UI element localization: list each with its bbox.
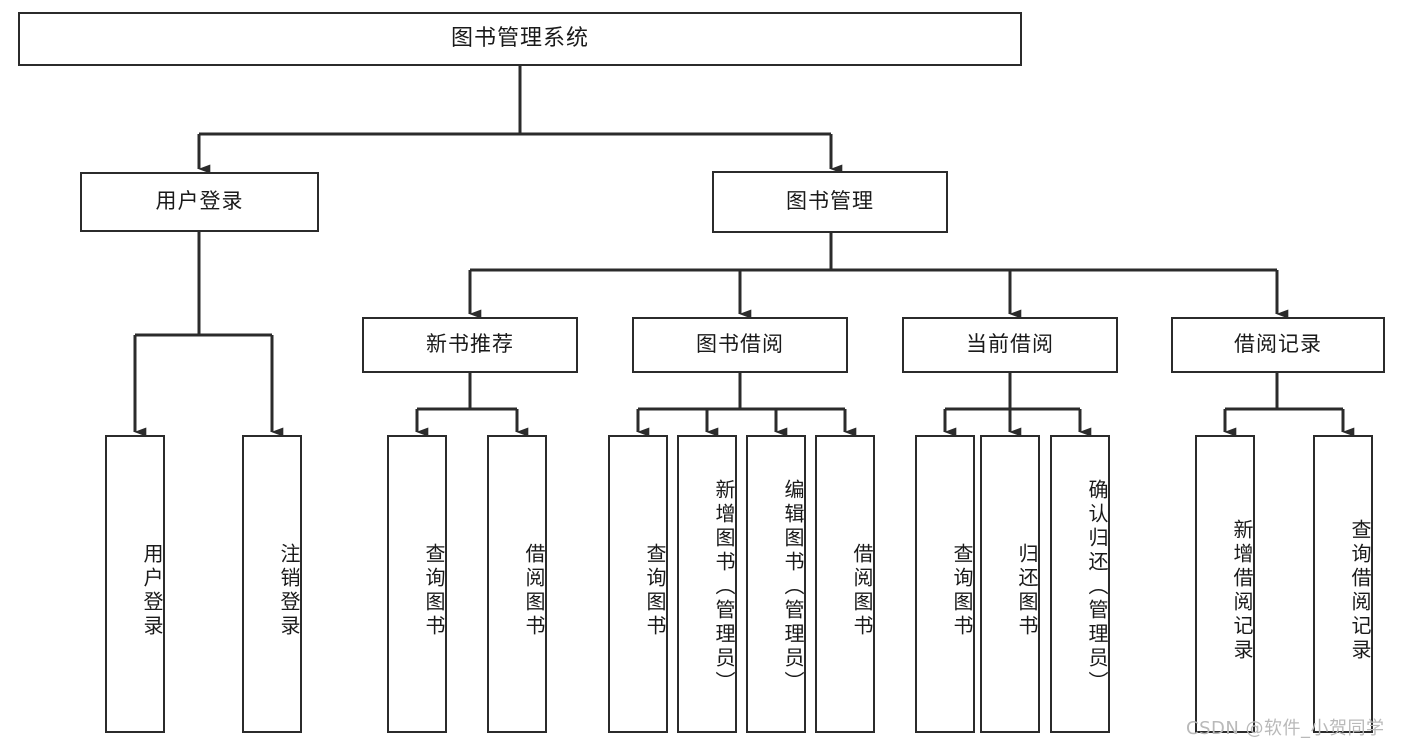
node-current-borrow[interactable]: 当前借阅 (902, 317, 1118, 373)
leaf-node-query-borrow-record[interactable]: 查询借阅记录 (1313, 435, 1373, 733)
leaf-node-query-book-borrow[interactable]: 查询图书 (608, 435, 668, 733)
leaf-node-confirm-return[interactable]: 确认归还（管理员） (1050, 435, 1110, 733)
leaf-node-add-book[interactable]: 新增图书（管理员） (677, 435, 737, 733)
node-book-manage[interactable]: 图书管理 (712, 171, 948, 233)
node-new-book-recommend[interactable]: 新书推荐 (362, 317, 578, 373)
leaf-node-return-book[interactable]: 归还图书 (980, 435, 1040, 733)
leaf-node-query-book-current[interactable]: 查询图书 (915, 435, 975, 733)
leaf-node-add-borrow-record[interactable]: 新增借阅记录 (1195, 435, 1255, 733)
leaf-node-borrow-book[interactable]: 借阅图书 (815, 435, 875, 733)
csdn-watermark: CSDN @软件_小贺同学 (1186, 718, 1385, 739)
leaf-node-query-book-recommend[interactable]: 查询图书 (387, 435, 447, 733)
leaf-node-borrow-book-recommend[interactable]: 借阅图书 (487, 435, 547, 733)
leaf-node-user-login[interactable]: 用户登录 (105, 435, 165, 733)
node-book-borrow[interactable]: 图书借阅 (632, 317, 848, 373)
node-user-login[interactable]: 用户登录 (80, 172, 319, 232)
leaf-node-logout[interactable]: 注销登录 (242, 435, 302, 733)
leaf-node-edit-book[interactable]: 编辑图书（管理员） (746, 435, 806, 733)
node-borrow-record[interactable]: 借阅记录 (1171, 317, 1385, 373)
node-root-system[interactable]: 图书管理系统 (18, 12, 1022, 66)
